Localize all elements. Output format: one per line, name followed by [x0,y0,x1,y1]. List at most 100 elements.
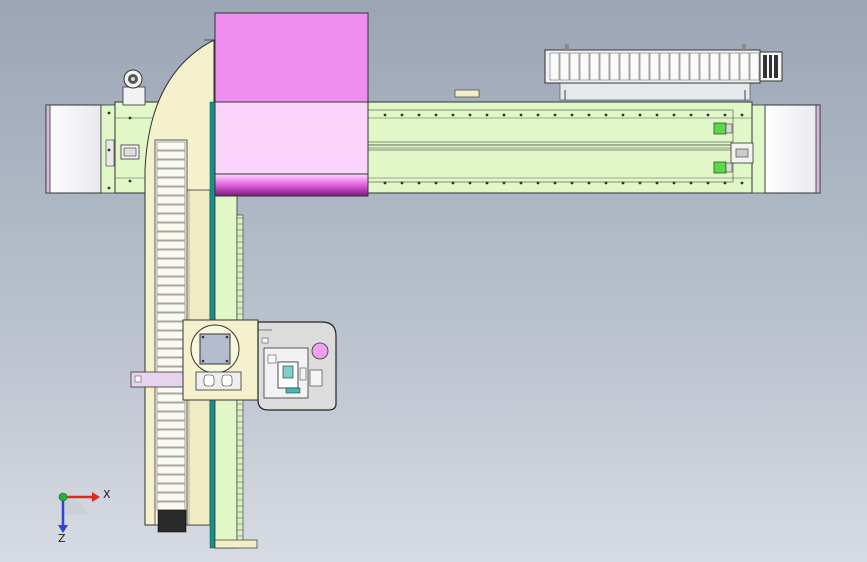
chain-link [709,52,720,81]
screw-dot [638,113,642,117]
screw-dot [621,113,625,117]
chain-link [156,303,186,313]
screw-dot [587,181,591,185]
chain-link [156,195,186,205]
screw-dot [655,181,659,185]
screw-dot [689,181,693,185]
chain-link [619,52,630,81]
chain-link [156,177,186,187]
screw-dot [570,113,574,117]
chain-link [156,330,186,340]
motor-square [199,333,231,365]
screw-dot [485,181,489,185]
chain-link [579,52,590,81]
screw-dot [689,113,693,117]
chain-link [609,52,620,81]
chain-link [156,465,186,475]
chain-link [739,52,750,81]
screw-dot [128,116,132,120]
screw-dot [107,186,111,190]
chain-link [699,52,710,81]
chain-link [156,276,186,286]
screw-dot [604,113,608,117]
chain-link [156,150,186,160]
chain-link [156,231,186,241]
chain-link [156,474,186,484]
chain-link [156,393,186,403]
chain-link [156,321,186,331]
chain-link [569,52,580,81]
sensor-top [713,122,727,135]
chain-link [156,240,186,250]
vertical-column [122,39,258,549]
screw-dot [128,179,132,183]
z-axis-label: Z [58,532,66,545]
screw-dot [502,113,506,117]
screw-dot [400,181,404,185]
chain-link [679,52,690,81]
chain-link [156,456,186,466]
chain-link [719,52,730,81]
screw-dot [107,111,111,115]
screw-dot [740,181,744,185]
screw-dot [621,181,625,185]
y-axis-dot [58,492,68,502]
chain-link [156,141,186,151]
chain-link [669,52,680,81]
screw-dot [400,113,404,117]
z-carriage-block[interactable] [214,12,369,197]
chain-link [156,483,186,493]
screw-dot [519,113,523,117]
chain-link [156,357,186,367]
chain-link [639,52,650,81]
chain-link [156,429,186,439]
screw-dot [570,181,574,185]
chain-link [156,213,186,223]
tool-head[interactable] [130,319,337,411]
chain-link [156,501,186,511]
screw-dot [553,113,557,117]
screw-dot [740,113,744,117]
screw-dot [638,181,642,185]
screw-dot [485,113,489,117]
chain-link [156,312,186,322]
chain-link [599,52,610,81]
chain-link [559,52,570,81]
screw-dot [383,113,387,117]
chain-link [156,159,186,169]
chain-link [729,52,740,81]
chain-link [156,420,186,430]
sensor-bottom [713,161,727,174]
chain-link [659,52,670,81]
left-end-cap [45,104,102,194]
screw-dot [706,181,710,185]
chain-link [156,294,186,304]
chain-link [156,186,186,196]
cable-chain-top [544,44,783,101]
screw-dot [536,113,540,117]
screw-dot [502,181,506,185]
screw-dot [723,181,727,185]
screw-dot [672,181,676,185]
chain-link [589,52,600,81]
x-axis-label: X [103,488,111,501]
screw-dot [417,181,421,185]
chain-link [156,438,186,448]
chain-link [156,222,186,232]
chain-link [156,168,186,178]
screw-dot [672,113,676,117]
screw-dot [553,181,557,185]
chain-link [749,52,760,81]
coordinate-triad: X Z [58,488,111,545]
screw-dot [434,113,438,117]
screw-dot [417,113,421,117]
chain-link [629,52,640,81]
chain-link [156,492,186,502]
chain-link [549,52,560,81]
chain-link [649,52,660,81]
screw-dot [655,113,659,117]
screw-dot [468,113,472,117]
beam-screws [107,111,744,190]
screw-dot [468,181,472,185]
